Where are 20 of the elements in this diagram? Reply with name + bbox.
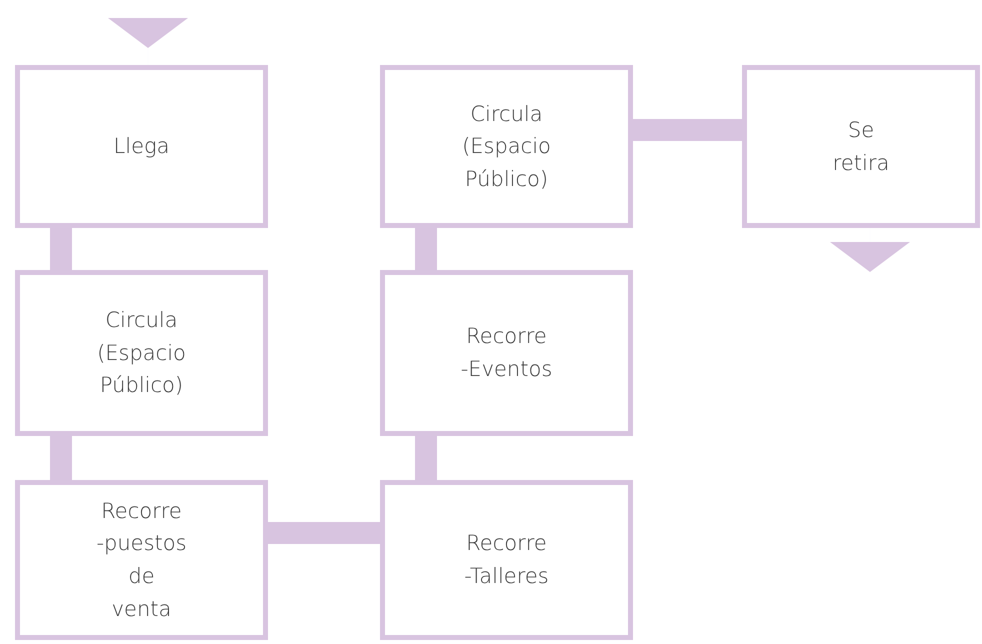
step-box xyxy=(15,480,268,640)
step-box xyxy=(15,65,268,228)
connector-bar xyxy=(633,119,742,141)
step-box xyxy=(380,65,633,228)
connector-bar xyxy=(50,436,72,480)
step-box xyxy=(15,270,268,436)
step-box xyxy=(380,270,633,436)
connector-bar xyxy=(268,522,380,544)
step-label: Se retira xyxy=(832,116,890,176)
connector-bar xyxy=(50,228,72,270)
step-label: Recorre -Talleres xyxy=(464,530,549,590)
step-label: Circula (Espacio Público) xyxy=(462,100,551,193)
connector-bar xyxy=(415,228,437,270)
step-box xyxy=(380,480,633,640)
connector-bar xyxy=(415,436,437,480)
step-label: Llega xyxy=(114,133,170,160)
step-label: Circula (Espacio Público) xyxy=(97,307,186,400)
step-label: Recorre -Eventos xyxy=(460,323,552,383)
step-box xyxy=(742,65,980,228)
step-label: Recorre -puestos de venta xyxy=(96,498,187,623)
